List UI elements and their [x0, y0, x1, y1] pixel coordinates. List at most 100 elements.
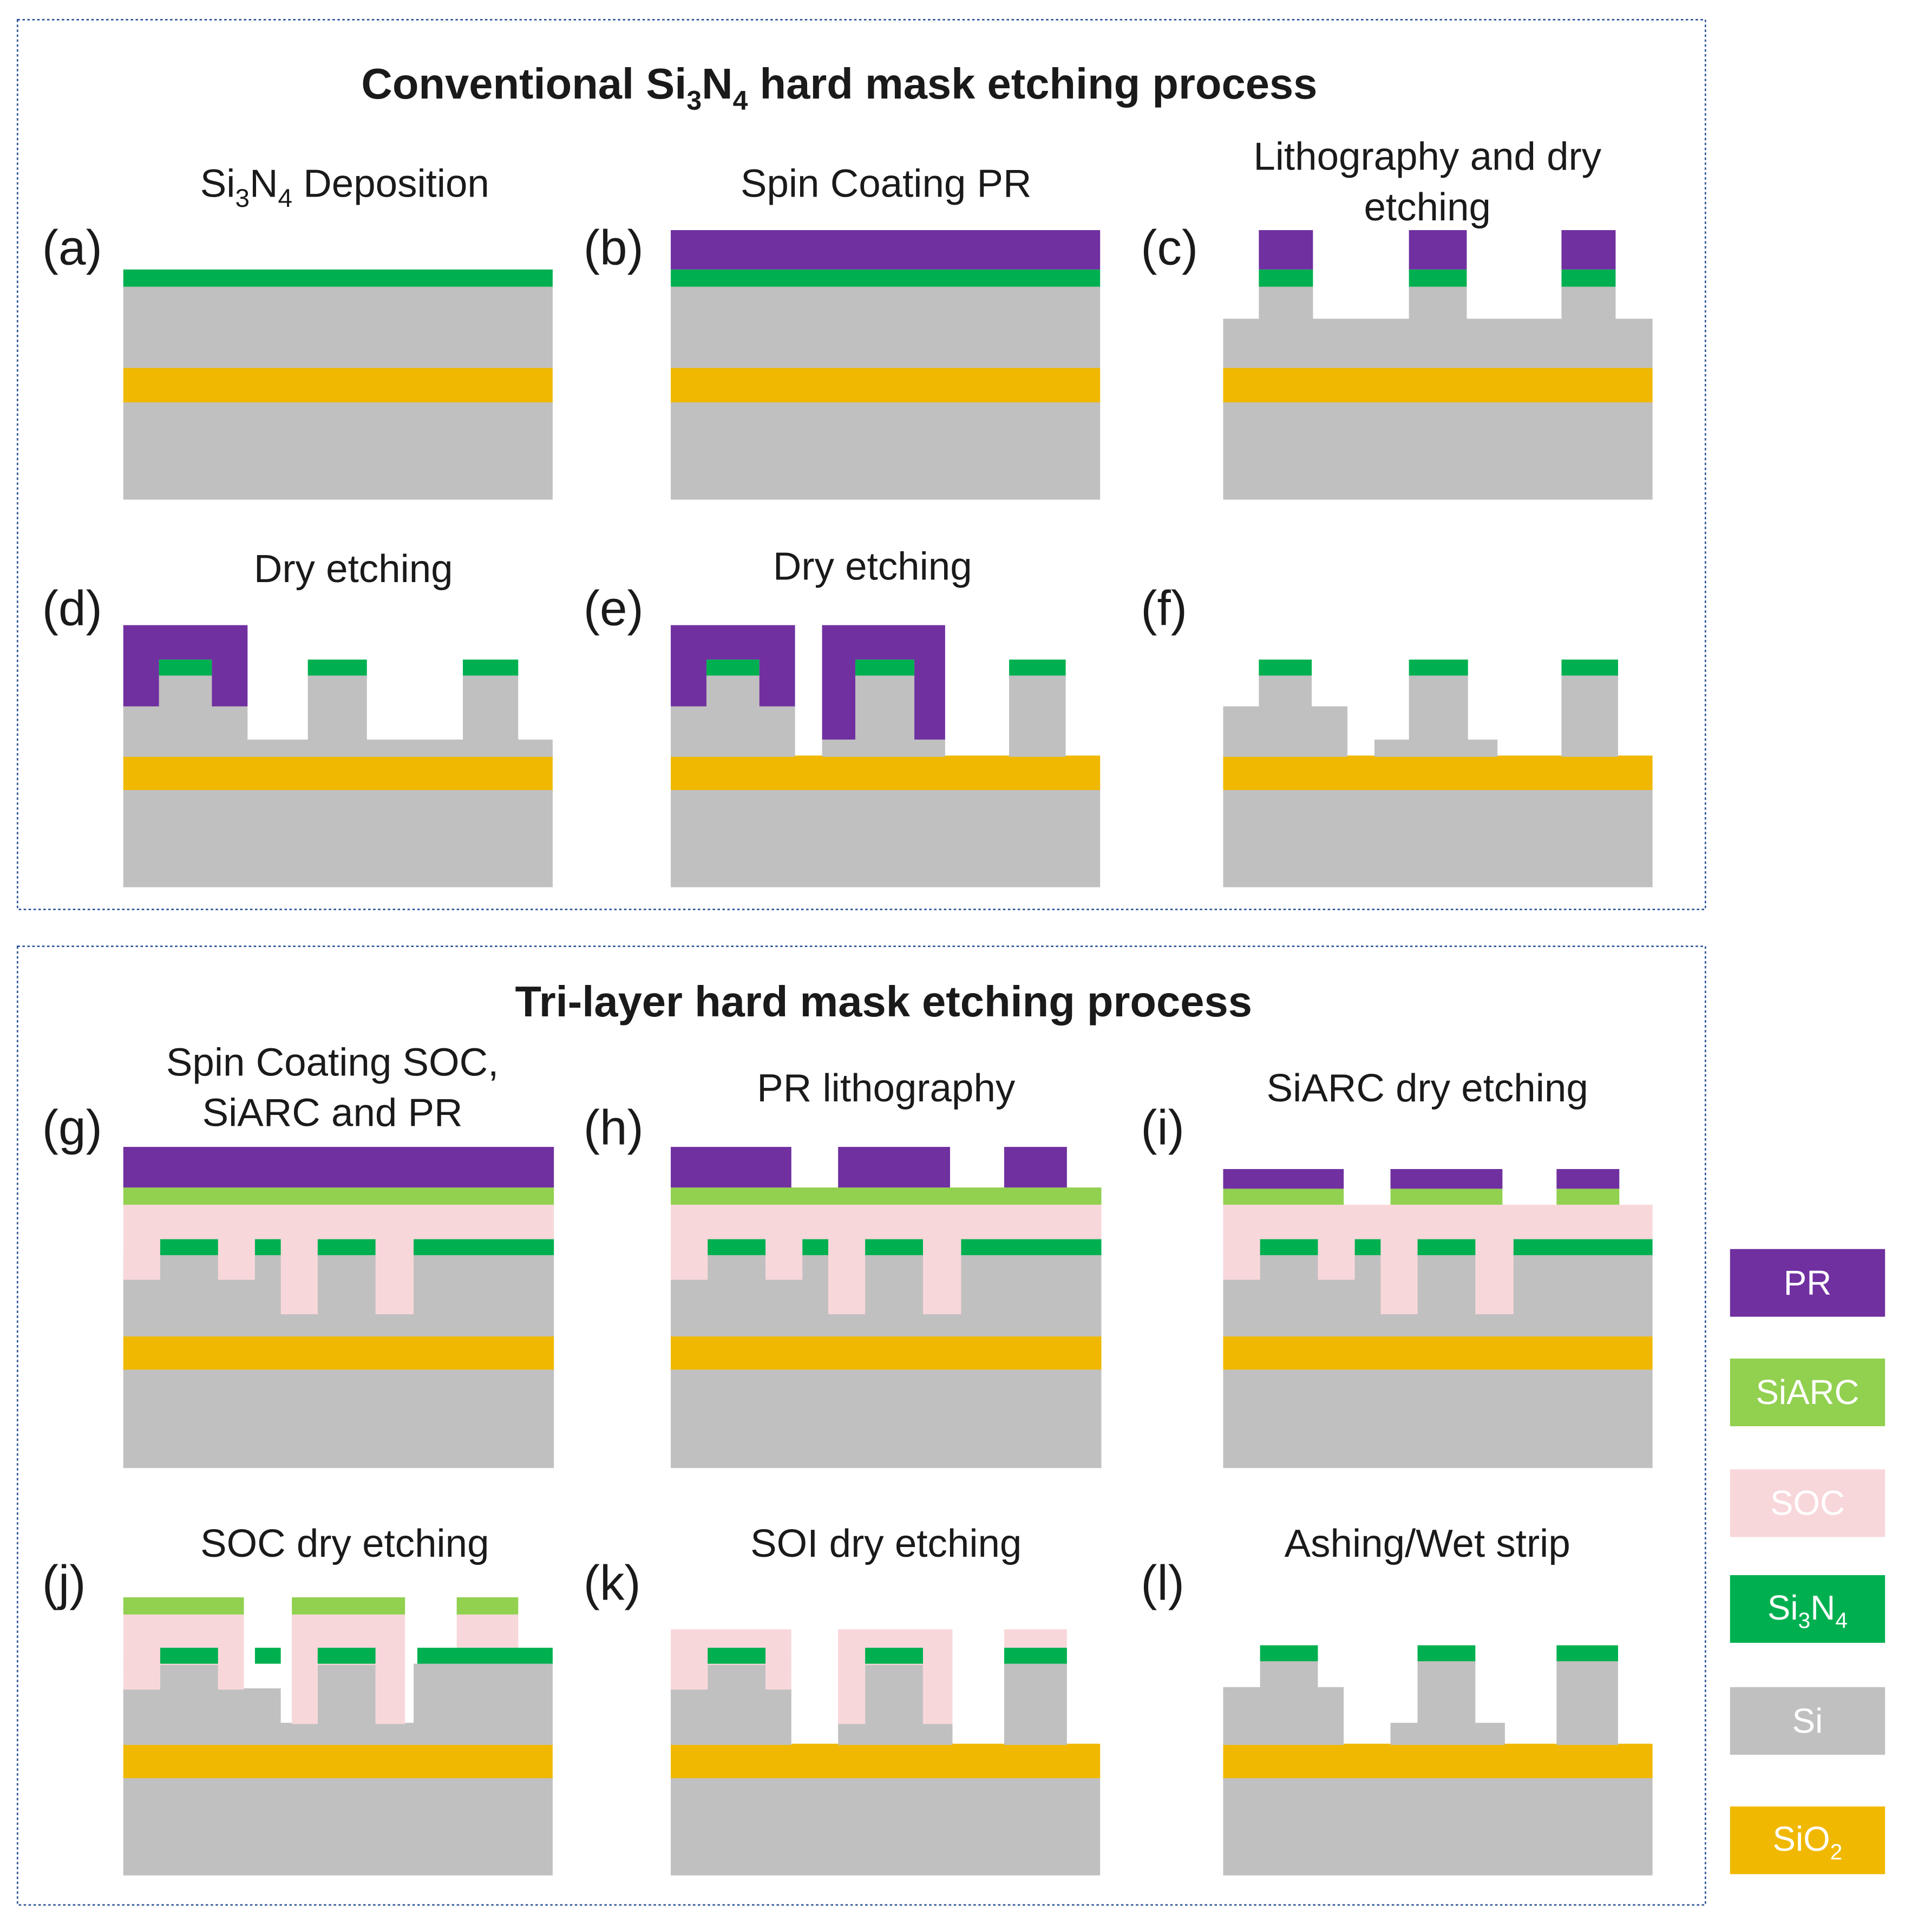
- si-step: [838, 1722, 953, 1745]
- sio2-layer: [671, 755, 1101, 791]
- si3n4-mask: [1417, 1645, 1476, 1662]
- soc-fill: [765, 1254, 803, 1280]
- caption-e: Dry etching: [773, 544, 972, 588]
- si3n4-mask: [708, 1648, 766, 1664]
- legend-label-si3n4: Si3N4: [1767, 1589, 1848, 1633]
- pr-mask: [1004, 1147, 1067, 1188]
- si-device-layer: [1223, 318, 1653, 368]
- si3n4-mask: [865, 1239, 923, 1256]
- si-fin: [1409, 286, 1467, 320]
- soc-mask: [292, 1663, 318, 1724]
- si-fin: [1409, 675, 1468, 741]
- si-substrate: [123, 788, 553, 887]
- pr-mask: [1259, 230, 1313, 270]
- sio2-layer: [1223, 1744, 1653, 1778]
- si-fin: [307, 675, 367, 741]
- si-step: [671, 1688, 791, 1745]
- si3n4-layer: [123, 269, 553, 287]
- soc-fill: [375, 1254, 414, 1315]
- conventional-section-frame: [16, 18, 1706, 910]
- si3n4-mask: [706, 660, 760, 676]
- si-substrate: [671, 1368, 1102, 1468]
- panel-l-diagram: [1223, 1645, 1653, 1876]
- si3n4-mask: [463, 660, 519, 676]
- soc-mask: [765, 1663, 791, 1690]
- caption-l: Ashing/Wet strip: [1285, 1522, 1570, 1565]
- legend-swatch-siarc: [1730, 1358, 1886, 1426]
- si-fin: [1417, 1661, 1476, 1724]
- si-fin: [1556, 1661, 1618, 1745]
- pr-mask: [671, 1147, 791, 1188]
- siarc-layer: [123, 1187, 554, 1205]
- pr-mask: [1223, 1169, 1344, 1189]
- panel-label-c: (c): [1141, 221, 1198, 276]
- siarc-mask: [1223, 1189, 1344, 1205]
- soc-fill: [1380, 1254, 1418, 1315]
- sio2-layer: [1223, 1336, 1653, 1370]
- si3n4-mask: [1354, 1239, 1381, 1256]
- si-step: [414, 1663, 553, 1724]
- si3n4-mask: [1260, 1645, 1318, 1662]
- pr-mask: [1556, 1169, 1620, 1189]
- siarc-mask: [1390, 1189, 1503, 1205]
- sio2-layer: [1223, 368, 1653, 403]
- legend-swatch-sio2: [1730, 1806, 1886, 1875]
- si-step: [1390, 1722, 1505, 1745]
- si3n4-mask: [961, 1239, 1102, 1256]
- si3n4-mask: [307, 660, 367, 676]
- panel-label-k: (k): [584, 1556, 641, 1610]
- si-substrate: [671, 1777, 1101, 1876]
- soc-mask: [456, 1614, 519, 1648]
- si3n4-mask: [1259, 660, 1312, 676]
- sio2-layer: [123, 1336, 554, 1370]
- siarc-mask: [1556, 1189, 1620, 1205]
- caption-c-line2: etching: [1364, 185, 1491, 229]
- legend-swatch-si: [1730, 1687, 1886, 1755]
- si-substrate: [123, 1777, 553, 1876]
- si-substrate: [123, 401, 553, 500]
- si-device-layer: [671, 286, 1101, 368]
- panel-g-diagram: [123, 1147, 554, 1468]
- pr-mask: [1390, 1169, 1503, 1189]
- si-device-layer: [123, 1255, 554, 1337]
- si3n4-mask: [1259, 269, 1313, 287]
- si-substrate: [671, 401, 1101, 500]
- panel-c-diagram: [1223, 230, 1653, 500]
- soc-mask: [218, 1663, 244, 1690]
- si-protected-step: [671, 706, 795, 757]
- soc-mask: [671, 1663, 708, 1690]
- trilayer-section-title: Tri-layer hard mask etching process: [515, 977, 1252, 1026]
- panel-label-d: (d): [42, 581, 102, 636]
- si-fin: [160, 1663, 218, 1690]
- pr-cap: [671, 625, 795, 707]
- si3n4-mask: [1009, 660, 1066, 676]
- si-fin: [1009, 675, 1066, 757]
- sio2-layer: [1223, 755, 1653, 791]
- sio2-layer: [123, 755, 553, 791]
- soc-fill: [1318, 1254, 1355, 1280]
- caption-b: Spin Coating PR: [741, 162, 1032, 206]
- pr-mask: [1561, 230, 1616, 270]
- caption-g-line2: SiARC and PR: [202, 1091, 463, 1134]
- si3n4-mask: [1556, 1645, 1618, 1662]
- panel-label-i: (i): [1141, 1101, 1184, 1156]
- siarc-layer: [671, 1187, 1102, 1205]
- caption-a: Si3N4 Deposition: [200, 162, 489, 213]
- siarc-mask: [123, 1597, 244, 1615]
- si-substrate: [1223, 401, 1653, 500]
- soc-fill: [123, 1254, 160, 1280]
- panel-a-diagram: [123, 269, 553, 500]
- si-substrate: [1223, 788, 1653, 887]
- legend-label-pr: PR: [1784, 1264, 1831, 1302]
- si-device-layer: [1223, 1255, 1653, 1337]
- legend-swatch-soc: [1730, 1469, 1886, 1537]
- sio2-layer: [123, 368, 553, 403]
- caption-d: Dry etching: [254, 547, 453, 591]
- si-step: [123, 1688, 281, 1724]
- panel-b-diagram: [671, 230, 1101, 500]
- panel-label-g: (g): [42, 1101, 102, 1156]
- caption-k: SOI dry etching: [750, 1522, 1022, 1565]
- si3n4-mask: [865, 1648, 923, 1664]
- soc-fill: [1475, 1254, 1514, 1315]
- trilayer-section-frame: [16, 945, 1706, 1906]
